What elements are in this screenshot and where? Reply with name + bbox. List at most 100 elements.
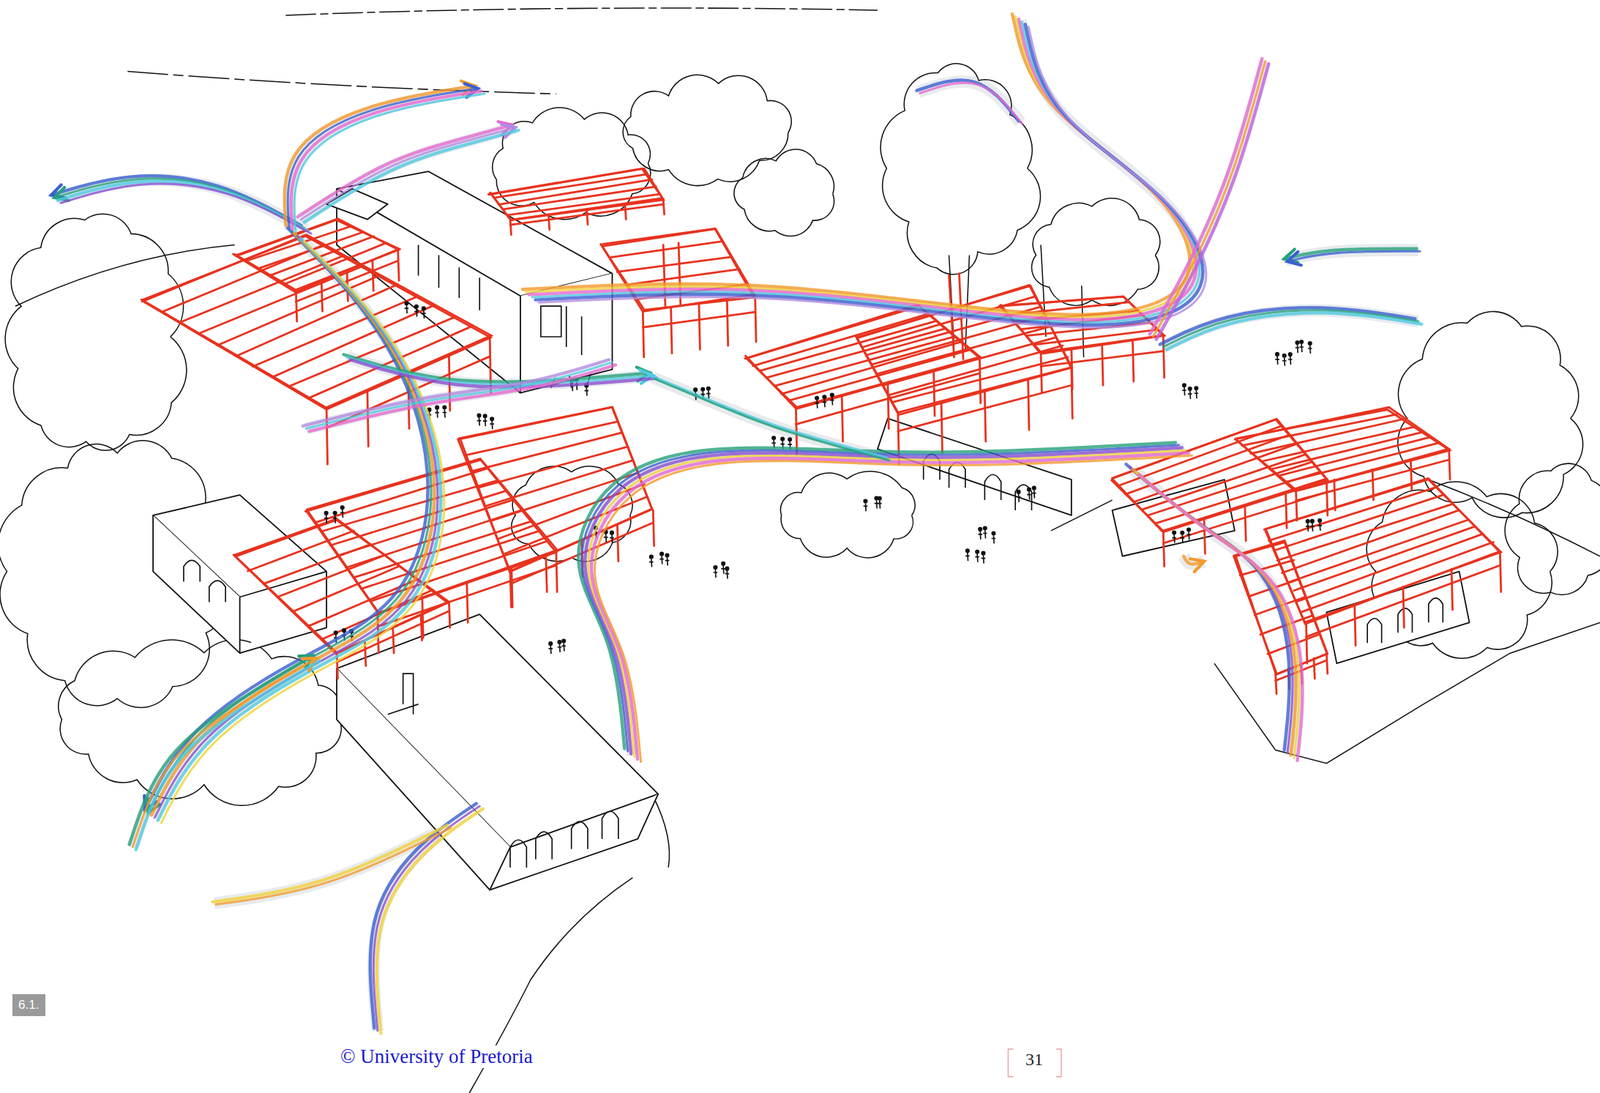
flow-strand	[588, 450, 1186, 757]
pergola-post	[422, 597, 424, 639]
pergola-frame	[1264, 477, 1499, 624]
flow-strand	[920, 82, 1022, 124]
pergola-rafter	[788, 349, 970, 401]
person-body	[557, 644, 563, 653]
flow-strand	[525, 16, 1194, 318]
existing-building	[152, 515, 241, 653]
flow-strand	[1132, 469, 1296, 755]
pergola-rafter	[1286, 442, 1440, 483]
pergola-post	[933, 369, 935, 416]
person-head	[435, 405, 439, 409]
person-head	[341, 505, 345, 509]
person-head	[721, 562, 725, 566]
pergola-rafter	[610, 241, 722, 258]
pergola-post	[556, 551, 557, 593]
person-head	[324, 511, 328, 515]
person-head	[1288, 352, 1292, 356]
person-head	[1308, 341, 1312, 345]
pergola-rafter	[759, 320, 937, 371]
person-head	[1194, 386, 1198, 390]
person-body	[404, 305, 410, 314]
person-body	[982, 529, 988, 538]
flow-strand	[303, 359, 609, 426]
flow-strand	[532, 21, 1200, 323]
person-body	[830, 396, 835, 405]
tree-canopy	[1504, 463, 1600, 595]
person-body	[863, 502, 869, 511]
pergola-rafter	[217, 275, 380, 345]
pergola-rafter	[1147, 461, 1313, 516]
pergola-rafter	[1300, 541, 1494, 612]
tree-canopy	[880, 63, 1041, 275]
person-body	[1171, 534, 1177, 543]
pergola-beam	[295, 260, 398, 302]
person-body	[665, 556, 670, 566]
tree-canopy	[1032, 198, 1161, 306]
pergola-rafter	[1239, 559, 1295, 576]
person-head	[991, 531, 995, 535]
pergola-rafter	[1270, 432, 1422, 470]
person-head	[342, 628, 346, 632]
person-body	[603, 534, 609, 543]
person-head	[780, 436, 784, 440]
pergola-post	[617, 525, 618, 562]
flow-strand	[522, 13, 1191, 315]
pergola-post	[671, 307, 672, 354]
flow-strand	[654, 379, 890, 462]
person-head	[483, 414, 487, 418]
person-head	[442, 405, 446, 409]
flow-arrowhead	[1190, 558, 1205, 572]
pergola-post	[1028, 379, 1030, 431]
person-body	[977, 531, 983, 540]
flow-strand	[581, 445, 1180, 751]
existing-building	[152, 171, 1469, 890]
person-body	[713, 569, 719, 578]
flow-strand	[1152, 61, 1265, 337]
proposed-pergola	[141, 168, 1502, 694]
ground-line	[652, 795, 669, 868]
person-head	[1310, 519, 1314, 523]
person-head	[701, 387, 705, 391]
person-head	[707, 387, 710, 391]
building-detail	[510, 810, 619, 868]
person-body	[477, 417, 482, 426]
flow-strand	[1129, 466, 1293, 753]
flow-strand	[595, 455, 1193, 762]
building-detail	[387, 673, 419, 715]
person-body	[1275, 356, 1280, 365]
person-body	[414, 308, 419, 317]
pergola-rafter	[1035, 330, 1156, 345]
person-head	[415, 304, 418, 308]
person-head	[1275, 352, 1279, 356]
pergola-rafter	[507, 193, 661, 216]
person-head	[1032, 486, 1036, 489]
person-head	[490, 417, 494, 421]
person-body	[874, 499, 880, 508]
person-body	[1194, 390, 1199, 399]
person-body	[548, 645, 553, 654]
person-head	[693, 387, 697, 391]
pergola-post	[1204, 517, 1205, 554]
pergola-frame	[745, 304, 981, 409]
flow-strand	[591, 453, 1189, 760]
building-detail	[1367, 597, 1443, 643]
pergola-post	[326, 408, 328, 465]
ground-line	[127, 71, 557, 95]
person-body	[1299, 344, 1304, 353]
person-body	[659, 555, 664, 564]
person-head	[1295, 341, 1299, 345]
flow-strand	[376, 808, 484, 1034]
pergola-post	[625, 204, 626, 220]
person-body	[1016, 494, 1022, 503]
flow-strand	[212, 824, 448, 902]
person-head	[1180, 531, 1184, 535]
person-body	[609, 534, 615, 543]
pergola-post	[1305, 622, 1307, 664]
person-body	[649, 558, 654, 567]
pergola-post	[295, 290, 297, 322]
person-head	[1299, 340, 1303, 344]
pergola-post	[1275, 673, 1277, 694]
pergola-frame	[488, 168, 663, 220]
pergola-post	[510, 571, 511, 608]
pergola-rafter	[499, 179, 653, 205]
